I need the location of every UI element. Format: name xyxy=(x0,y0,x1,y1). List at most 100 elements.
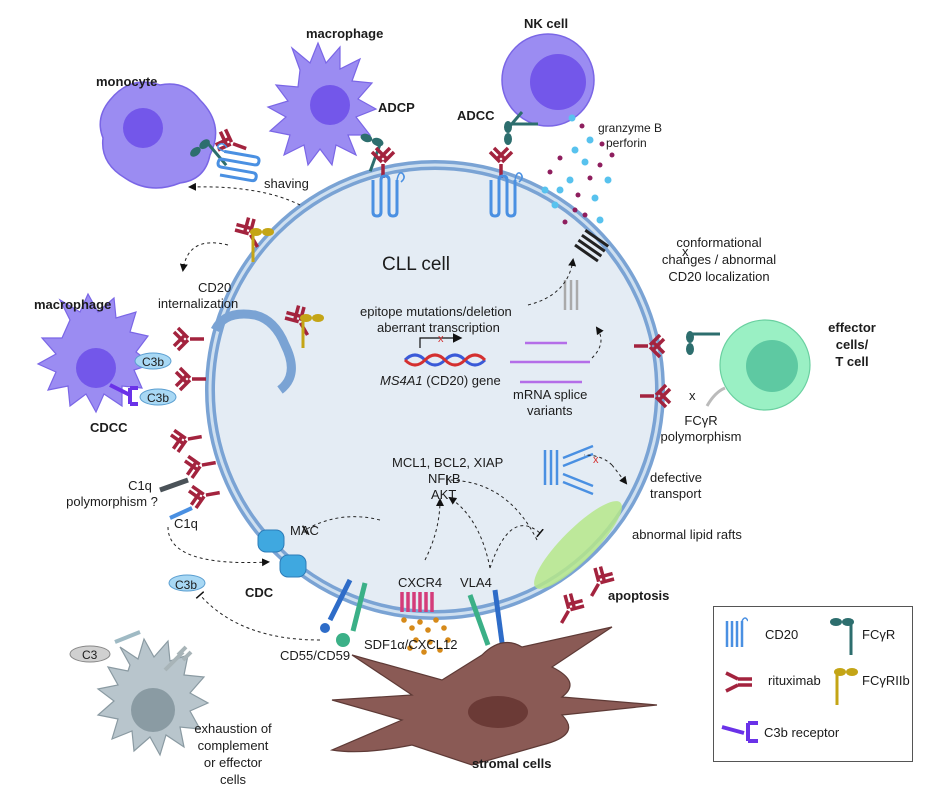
perforin-granule xyxy=(547,169,553,175)
perforin-granule xyxy=(587,175,593,181)
gene-suffix: (CD20) gene xyxy=(422,373,501,388)
c3b-cloud xyxy=(139,388,177,406)
cd55-icon-end xyxy=(320,623,330,633)
macrophage-left-cell xyxy=(36,292,154,414)
vla4-beta-icon xyxy=(492,589,506,651)
label-akt: AKT xyxy=(431,487,457,502)
cd20-icon xyxy=(725,617,748,647)
c1q-inactive-icon xyxy=(114,630,141,644)
label-sdf1: SDF1α/CXCL12 xyxy=(364,637,458,652)
label-c1q-poly-1: C1q xyxy=(128,478,152,493)
granzyme-granule xyxy=(604,176,612,184)
sdf1-molecule xyxy=(433,617,439,623)
fcgr-icon xyxy=(502,119,540,147)
perforin-granule xyxy=(599,141,605,147)
label-c3b-3: C3b xyxy=(175,578,198,592)
macrophage-top-cell xyxy=(266,41,378,167)
label-fcgr-poly-2: polymorphism xyxy=(660,429,742,444)
label-lipid-rafts: abnormal lipid rafts xyxy=(632,527,742,542)
label-vla4: VLA4 xyxy=(460,575,492,590)
label-mrna-2: variants xyxy=(527,403,573,418)
fcgr-icon xyxy=(830,618,854,655)
sdf1-molecule xyxy=(445,637,451,643)
label-cll-cell: CLL cell xyxy=(382,254,450,275)
label-mcl1: MCL1, BCL2, XIAP xyxy=(392,455,504,470)
label-epitope-2: aberrant transcription xyxy=(377,320,500,335)
granzyme-granule xyxy=(568,114,576,122)
label-c1q: C1q xyxy=(174,516,198,531)
label-epitope-1: epitope mutations/deletion xyxy=(360,304,512,319)
rituximab-icon xyxy=(182,450,220,481)
perforin-granule xyxy=(579,123,585,129)
mac-complex-icon xyxy=(257,529,307,578)
rituximab-icon xyxy=(186,480,224,511)
legend-label-rituximab: rituximab xyxy=(768,673,821,688)
label-defective-2: transport xyxy=(650,486,702,501)
label-exhaustion-4: cells xyxy=(219,772,246,787)
c3b-cloud xyxy=(168,574,206,592)
legend-box: CD20 FCγR rituximab FCγRIIb C3b receptor xyxy=(713,606,913,762)
label-gene: MS4A1 (CD20) gene xyxy=(380,373,501,389)
label-cdc: CDC xyxy=(245,585,274,600)
c1q-polymorph-icon xyxy=(159,477,189,493)
label-mrna-1: mRNA splice xyxy=(513,387,588,402)
label-monocyte: monocyte xyxy=(96,74,158,89)
label-cdcc: CDCC xyxy=(90,420,128,435)
label-exhaustion-2: complement xyxy=(197,738,269,753)
sdf1-molecule xyxy=(441,625,447,631)
fcgr-polymorph-icon xyxy=(705,386,726,407)
splice-cd20-icon xyxy=(563,280,579,310)
cxcr4-icon xyxy=(400,592,434,612)
granzyme-granule xyxy=(566,176,574,184)
svg-text:x: x xyxy=(438,333,444,345)
label-nfkb: NFκB xyxy=(428,471,461,486)
label-cd20-internalization-2: internalization xyxy=(158,296,239,311)
cd59-icon-end xyxy=(336,633,350,647)
granzyme-perforin-granules xyxy=(541,114,615,225)
perforin-granule xyxy=(562,219,568,225)
label-exhaustion-3: or effector xyxy=(203,755,263,770)
sdf1-molecule xyxy=(413,637,419,643)
sdf1-molecule xyxy=(417,619,423,625)
rituximab-icon xyxy=(168,424,206,455)
t-cell xyxy=(719,319,811,411)
sdf1-molecule xyxy=(407,645,413,651)
label-fcgr-poly-1: FCγR xyxy=(684,413,718,428)
perforin-granule xyxy=(575,192,581,198)
perforin-granule xyxy=(572,207,578,213)
c3b-receptor-icon xyxy=(721,721,758,743)
granzyme-granule xyxy=(571,146,579,154)
sdf1-molecules xyxy=(401,617,451,655)
label-conformational-2: changes / abnormal xyxy=(661,252,777,267)
label-effector-1: effector xyxy=(828,320,876,335)
cd55-icon xyxy=(327,578,353,622)
label-x-fcgr: x xyxy=(689,388,696,403)
sdf1-molecule xyxy=(427,639,433,645)
perforin-granule xyxy=(609,152,615,158)
abnormal-cd20-icon xyxy=(574,229,610,263)
label-macrophage-top: macrophage xyxy=(306,26,384,41)
cd20-icon xyxy=(211,141,263,183)
granzyme-granule xyxy=(591,194,599,202)
cd59-icon xyxy=(350,582,368,632)
stromal-cell xyxy=(329,626,658,766)
c3b-cloud xyxy=(134,352,172,370)
label-effector-2: cells/ xyxy=(835,337,869,352)
legend-label-c3b-receptor: C3b receptor xyxy=(764,725,840,740)
granzyme-granule xyxy=(541,186,549,194)
rituximab-icon xyxy=(725,671,752,693)
label-mac: MAC xyxy=(290,523,319,538)
label-apoptosis: apoptosis xyxy=(608,588,670,603)
nk-cell xyxy=(501,33,595,127)
label-effector-3: T cell xyxy=(835,354,869,369)
gene-name: MS4A1 xyxy=(380,373,423,388)
label-c3b-2: C3b xyxy=(147,391,170,405)
rituximab-icon xyxy=(174,366,208,392)
label-c1q-poly-2: polymorphism ? xyxy=(66,494,158,509)
label-stromal: stromal cells xyxy=(472,756,552,771)
perforin-granule xyxy=(597,162,603,168)
granzyme-granule xyxy=(551,201,559,209)
label-conformational-1: conformational xyxy=(676,235,762,250)
label-shaving: shaving xyxy=(264,176,309,191)
